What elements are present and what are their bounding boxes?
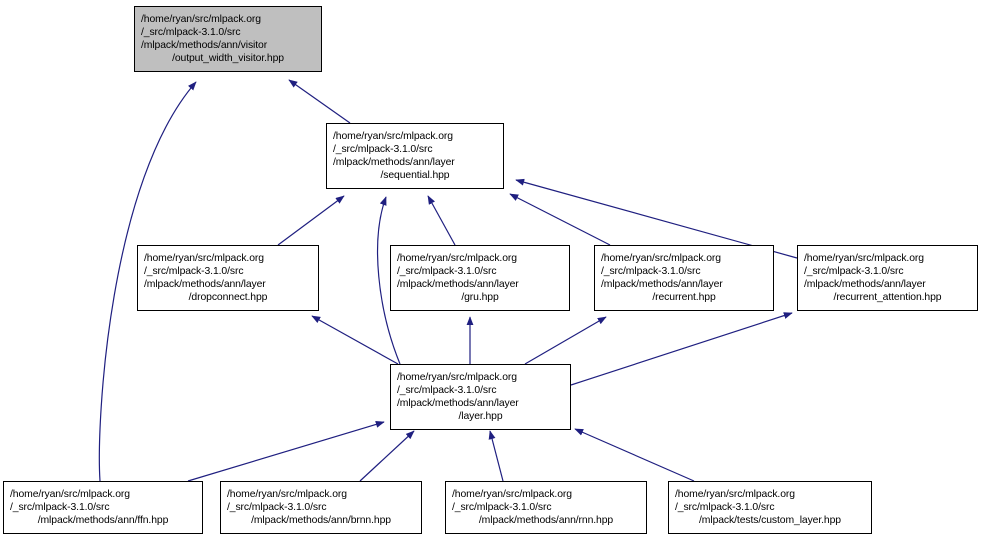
node-label-line: /mlpack/methods/ann/layer [397, 398, 519, 409]
node-label-line: /_src/mlpack-3.1.0/src [601, 265, 701, 277]
edge-gru-to-sequential [427, 195, 456, 246]
node-label-line: /recurrent.hpp [652, 292, 716, 304]
node-label-line: /mlpack/tests/custom_layer.hpp [699, 515, 841, 527]
node-label-line: /mlpack/methods/ann/rnn.hpp [478, 515, 614, 527]
graph-node-sequential[interactable]: /home/ryan/src/mlpack.org/_src/mlpack-3.… [326, 123, 504, 189]
graph-node-dropconnect[interactable]: /home/ryan/src/mlpack.org/_src/mlpack-3.… [137, 245, 319, 311]
graph-node-ffn[interactable]: /home/ryan/src/mlpack.org/_src/mlpack-3.… [3, 481, 203, 534]
node-label-line: /mlpack/methods/ann/brnn.hpp [251, 515, 391, 527]
node-label-line: /_src/mlpack-3.1.0/src [452, 501, 552, 513]
node-label-line: /home/ryan/src/mlpack.org [601, 252, 721, 264]
edge-ffn-to-layer [187, 421, 385, 482]
node-label-line: /mlpack/methods/ann/layer [397, 279, 519, 290]
node-label-line: /mlpack/methods/ann/layer [804, 279, 926, 290]
node-label-line: /_src/mlpack-3.1.0/src [10, 501, 110, 513]
node-label-line: /gru.hpp [461, 292, 499, 304]
node-label-line: /mlpack/methods/ann/layer [333, 157, 455, 168]
edge-rnn-to-layer [488, 430, 504, 482]
edge-layer-to-sequential [376, 196, 401, 365]
node-label-line: /sequential.hpp [380, 170, 450, 182]
graph-node-output_width_visitor[interactable]: /home/ryan/src/mlpack.org/_src/mlpack-3.… [134, 6, 322, 72]
node-label-line: /home/ryan/src/mlpack.org [452, 488, 572, 500]
node-label-line: /home/ryan/src/mlpack.org [227, 488, 347, 500]
node-label-line: /_src/mlpack-3.1.0/src [675, 501, 775, 513]
edge-recurrent-to-sequential [509, 193, 611, 246]
graph-node-brnn[interactable]: /home/ryan/src/mlpack.org/_src/mlpack-3.… [220, 481, 422, 534]
node-label-line: /home/ryan/src/mlpack.org [397, 371, 517, 383]
node-label-line: /mlpack/methods/ann/ffn.hpp [37, 515, 169, 527]
node-label-line: /dropconnect.hpp [188, 292, 268, 304]
edge-dropconnect-to-sequential [277, 195, 345, 246]
node-label-line: /home/ryan/src/mlpack.org [804, 252, 924, 264]
node-label-line: /_src/mlpack-3.1.0/src [144, 265, 244, 277]
node-label-line: /_src/mlpack-3.1.0/src [397, 265, 497, 277]
node-label-line: /_src/mlpack-3.1.0/src [333, 143, 433, 155]
node-label-line: /output_width_visitor.hpp [172, 53, 284, 65]
node-label-line: /home/ryan/src/mlpack.org [10, 488, 130, 500]
edge-brnn-to-layer [359, 430, 415, 482]
edge-layer-to-recurrent_attention [570, 312, 793, 386]
node-label-line: /layer.hpp [458, 411, 503, 423]
node-label-line: /_src/mlpack-3.1.0/src [397, 384, 497, 396]
edge-layer-to-dropconnect [311, 315, 399, 365]
node-label-line: /_src/mlpack-3.1.0/src [141, 26, 241, 38]
node-label-line: /home/ryan/src/mlpack.org [397, 252, 517, 264]
graph-node-rnn[interactable]: /home/ryan/src/mlpack.org/_src/mlpack-3.… [445, 481, 647, 534]
node-label-line: /mlpack/methods/ann/layer [144, 279, 266, 290]
node-label-line: /home/ryan/src/mlpack.org [333, 130, 453, 142]
node-label-line: /mlpack/methods/ann/visitor [141, 40, 268, 51]
node-label-line: /_src/mlpack-3.1.0/src [804, 265, 904, 277]
node-label-line: /_src/mlpack-3.1.0/src [227, 501, 327, 513]
graph-node-recurrent_attention[interactable]: /home/ryan/src/mlpack.org/_src/mlpack-3.… [797, 245, 978, 311]
edge-ffn-to-output_width_visitor [98, 81, 197, 482]
node-label-line: /home/ryan/src/mlpack.org [141, 13, 261, 25]
node-label-line: /home/ryan/src/mlpack.org [144, 252, 264, 264]
node-label-line: /mlpack/methods/ann/layer [601, 279, 723, 290]
edge-sequential-to-output_width_visitor [288, 79, 351, 124]
edge-layer-to-recurrent [524, 316, 607, 365]
edge-custom_layer-to-layer [574, 428, 695, 482]
node-label-line: /home/ryan/src/mlpack.org [675, 488, 795, 500]
graph-node-custom_layer[interactable]: /home/ryan/src/mlpack.org/_src/mlpack-3.… [668, 481, 872, 534]
graph-node-gru[interactable]: /home/ryan/src/mlpack.org/_src/mlpack-3.… [390, 245, 570, 311]
graph-node-layer[interactable]: /home/ryan/src/mlpack.org/_src/mlpack-3.… [390, 364, 571, 430]
graph-node-recurrent[interactable]: /home/ryan/src/mlpack.org/_src/mlpack-3.… [594, 245, 774, 311]
node-label-line: /recurrent_attention.hpp [833, 292, 942, 304]
